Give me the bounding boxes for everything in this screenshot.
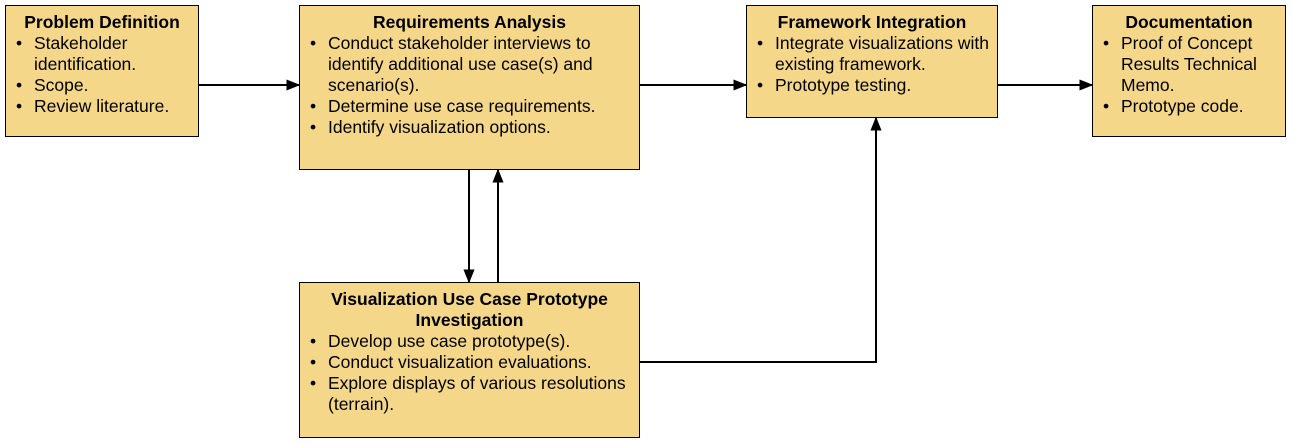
bullet-item: Prototype testing.: [755, 75, 989, 96]
problem-definition-title: Problem Definition: [24, 12, 180, 32]
prototype-investigation-box: Visualization Use Case Prototype Investi…: [299, 282, 640, 438]
bullet-item: Prototype code.: [1101, 96, 1277, 117]
bullet-item: Integrate visualizations with existing f…: [755, 33, 989, 75]
bullet-item: Proof of Concept Results Technical Memo.: [1101, 33, 1277, 96]
bullet-item: Conduct visualization evaluations.: [308, 352, 631, 373]
framework-integration-title: Framework Integration: [777, 12, 967, 32]
documentation-bullets: Proof of Concept Results Technical Memo.…: [1101, 33, 1277, 117]
bullet-item: Review literature.: [14, 96, 190, 117]
prototype-investigation-bullets: Develop use case prototype(s). Conduct v…: [308, 331, 631, 415]
problem-definition-box: Problem Definition Stakeholder identific…: [5, 5, 199, 137]
documentation-box: Documentation Proof of Concept Results T…: [1092, 5, 1286, 137]
requirements-analysis-title: Requirements Analysis: [373, 12, 566, 32]
bullet-item: Develop use case prototype(s).: [308, 331, 631, 352]
bullet-item: Conduct stakeholder interviews to identi…: [308, 33, 631, 96]
framework-integration-bullets: Integrate visualizations with existing f…: [755, 33, 989, 96]
documentation-title: Documentation: [1125, 12, 1253, 32]
bullet-item: Stakeholder identification.: [14, 33, 190, 75]
bullet-item: Scope.: [14, 75, 190, 96]
framework-integration-box: Framework Integration Integrate visualiz…: [746, 5, 998, 118]
bullet-item: Identify visualization options.: [308, 117, 631, 138]
prototype-investigation-title: Visualization Use Case Prototype Investi…: [331, 289, 608, 330]
requirements-analysis-bullets: Conduct stakeholder interviews to identi…: [308, 33, 631, 138]
problem-definition-bullets: Stakeholder identification. Scope. Revie…: [14, 33, 190, 117]
arrow-prototype-to-framework: [640, 116, 882, 363]
bullet-item: Explore displays of various resolutions …: [308, 373, 631, 415]
bullet-item: Determine use case requirements.: [308, 96, 631, 117]
requirements-analysis-box: Requirements Analysis Conduct stakeholde…: [299, 5, 640, 170]
